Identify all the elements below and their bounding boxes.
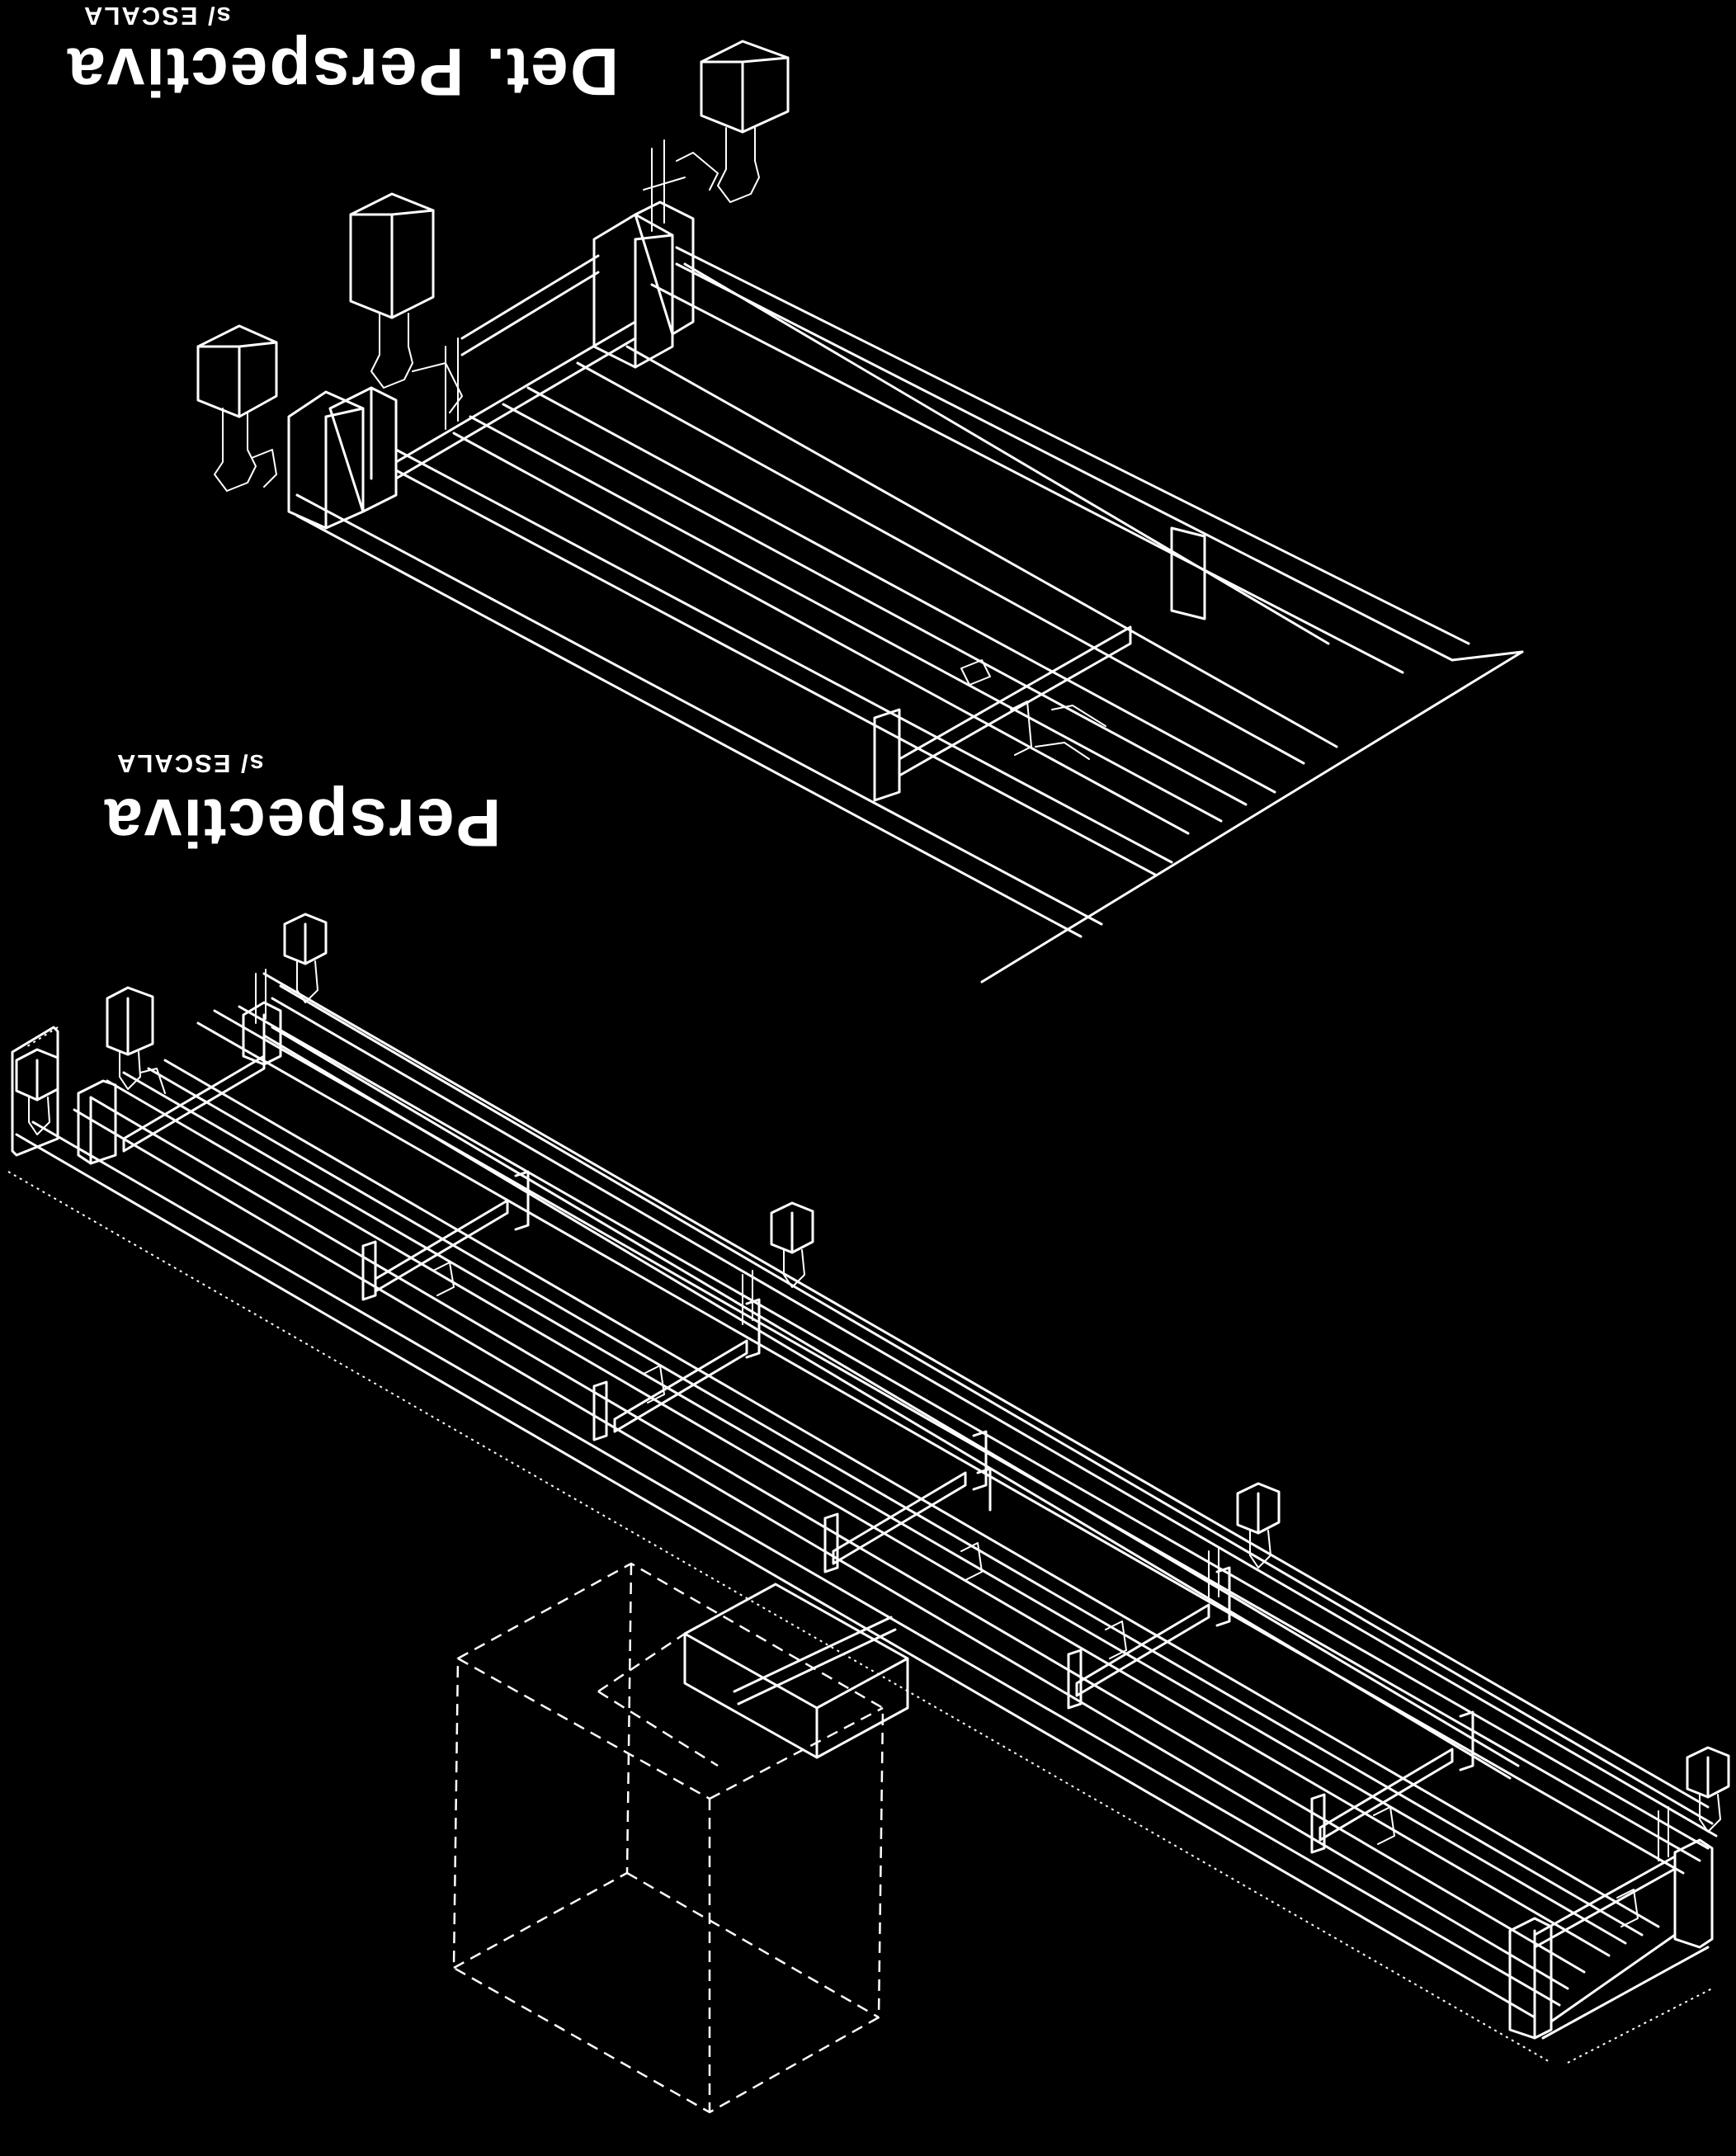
detail-diagonal-brace <box>460 254 600 340</box>
detail-hanger-left <box>196 324 278 492</box>
main-end-block-right <box>1508 1838 1714 2064</box>
main-inner-box <box>597 1583 909 1767</box>
detail-rails <box>295 246 1470 938</box>
main-hanger-2 <box>106 986 166 1094</box>
detail-cross-beams <box>394 320 1206 802</box>
detail-hanger-right <box>643 40 790 232</box>
detail-title-label: Det. Perspectiva <box>66 34 620 109</box>
main-end-block-left <box>11 1026 117 1165</box>
detail-end-block-left <box>287 386 398 530</box>
detail-scale-label: s/ ESCALA <box>83 2 231 31</box>
detail-clips <box>960 659 1106 760</box>
main-hanger-6 <box>1658 1746 1730 1861</box>
main-wall-box <box>452 1562 885 2114</box>
detail-end-block-right <box>592 201 695 369</box>
detail-hanger-middle <box>349 192 463 430</box>
main-hanger-4 <box>742 1201 814 1325</box>
main-rails <box>15 972 1718 2019</box>
main-title-label: Perspectiva <box>103 785 502 860</box>
main-end-block-top <box>242 1001 282 1066</box>
main-lower-dotted-edge <box>7 1171 1552 2064</box>
main-hanger-1 <box>15 1048 59 1135</box>
main-perspective-view <box>7 913 1730 2114</box>
detail-perspective-view <box>196 40 1524 984</box>
main-upper-dotted-edge <box>24 1026 59 1049</box>
main-hanger-3 <box>255 913 328 1024</box>
main-hanger-5 <box>1208 1482 1281 1602</box>
main-scale-label: s/ ESCALA <box>116 749 264 778</box>
detail-diagonal-brace-2 <box>460 271 600 356</box>
main-clips <box>432 1262 1639 1927</box>
main-cross-beams <box>122 1054 1677 1949</box>
detail-section-cut <box>980 650 1524 984</box>
